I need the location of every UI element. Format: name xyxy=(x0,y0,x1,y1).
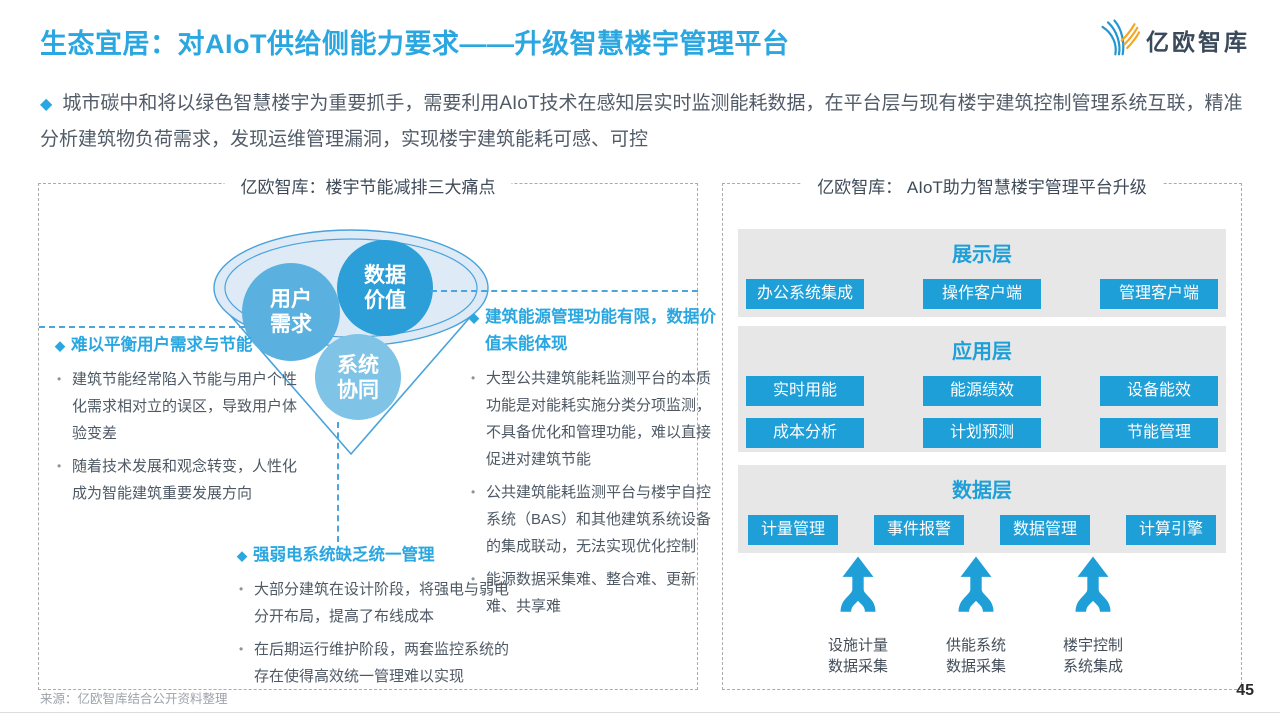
module-plan-forecast: 计划预测 xyxy=(923,418,1041,448)
pain-point-heading: ◆ 强弱电系统缺乏统一管理 xyxy=(237,542,523,569)
right-panel-title: 亿欧智库： AIoT助力智慧楼宇管理平台升级 xyxy=(801,173,1163,198)
application-layer: 应用层 实时用能 能源绩效 设备能效 成本分析 计划预测 节能管理 xyxy=(738,326,1226,452)
layer-title: 数据层 xyxy=(952,480,1012,502)
layer-title: 应用层 xyxy=(952,341,1012,363)
input-label-line2: 数据采集 xyxy=(827,658,888,675)
input-energy-supply-system: 供能系统 数据采集 xyxy=(916,556,1036,677)
input-building-control-system: 楼宇控制 系统集成 xyxy=(1033,556,1153,677)
module-operation-client: 操作客户端 xyxy=(923,279,1041,309)
left-panel-title: 亿欧智库：楼宇节能减排三大痛点 xyxy=(224,173,512,198)
funnel-circle-data-value: 数据 价值 xyxy=(337,240,433,336)
bullet-item: 大型公共建筑能耗监测平台的本质功能是对能耗实施分类分项监测，不具备优化和管理功能… xyxy=(469,365,723,473)
input-label: 供能系统 数据采集 xyxy=(946,635,1006,677)
funnel-circle-user-needs: 用户 需求 xyxy=(242,263,340,361)
bullet-item: 在后期运行维护阶段，两套监控系统的存在使得高效统一管理难以实现 xyxy=(237,636,523,690)
input-label-line2: 数据采集 xyxy=(945,658,1006,675)
module-management-client: 管理客户端 xyxy=(1100,279,1218,309)
diamond-bullet-icon: ◆ xyxy=(40,96,53,113)
button-row: 成本分析 计划预测 节能管理 xyxy=(738,418,1226,448)
bullet-item: 公共建筑能耗监测平台与楼宇自控系统（BAS）和其他建筑系统设备的集成联动，无法实… xyxy=(469,479,723,560)
pain-point-heading-text: 强弱电系统缺乏统一管理 xyxy=(253,546,435,564)
logo-mark-icon xyxy=(1098,18,1141,61)
pain-point-heading-text: 难以平衡用户需求与节能 xyxy=(71,336,253,354)
module-office-system-integration: 办公系统集成 xyxy=(746,279,864,309)
pain-points-panel: 亿欧智库：楼宇节能减排三大痛点 用户 需求 数据 价值 系统 协同 xyxy=(38,173,716,690)
pain-point-bullet-list: 大部分建筑在设计阶段，将强电与弱电分开布局，提高了布线成本 在后期运行维护阶段，… xyxy=(237,576,523,690)
connector-left-dashed-line xyxy=(39,326,245,328)
pain-point-bullet-list: 建筑节能经常陷入节能与用户个性化需求相对立的误区，导致用户体验变差 随着技术发展… xyxy=(55,366,307,507)
intro-paragraph: ◆城市碳中和将以绿色智慧楼宇为重要抓手，需要利用AIoT技术在感知层实时监测能耗… xyxy=(40,86,1245,157)
diamond-bullet-icon: ◆ xyxy=(237,548,247,563)
circle-user-line2: 需求 xyxy=(270,313,312,336)
pain-point-user-needs: ◆ 难以平衡用户需求与节能 建筑节能经常陷入节能与用户个性化需求相对立的误区，导… xyxy=(55,332,307,513)
circle-system-line1: 系统 xyxy=(337,353,379,377)
pain-point-heading-text: 建筑能源管理功能有限，数据价值未能体现 xyxy=(485,308,716,353)
logo-text: 亿欧智库 xyxy=(1146,28,1250,55)
module-cost-analysis: 成本分析 xyxy=(746,418,864,448)
input-label-line1: 楼宇控制 xyxy=(1062,637,1123,654)
merge-up-arrow-icon xyxy=(832,556,884,627)
input-label-line2: 系统集成 xyxy=(1062,658,1123,675)
pain-point-heading: ◆ 难以平衡用户需求与节能 xyxy=(55,332,307,359)
input-label-line1: 供能系统 xyxy=(945,637,1006,654)
input-label-line1: 设施计量 xyxy=(827,637,888,654)
company-logo: 亿欧智库 xyxy=(1098,18,1250,61)
intro-text: 城市碳中和将以绿色智慧楼宇为重要抓手，需要利用AIoT技术在感知层实时监测能耗数… xyxy=(40,93,1243,150)
display-layer: 展示层 办公系统集成 操作客户端 管理客户端 xyxy=(738,229,1226,317)
merge-up-arrow-icon xyxy=(1067,556,1119,627)
circle-data-line1: 数据 xyxy=(364,264,406,287)
page-number: 45 xyxy=(1236,682,1254,699)
page-title: 生态宜居：对AIoT供给侧能力要求——升级智慧楼宇管理平台 xyxy=(40,29,790,59)
merge-up-arrow-icon xyxy=(950,556,1002,627)
pain-point-electrical-systems: ◆ 强弱电系统缺乏统一管理 大部分建筑在设计阶段，将强电与弱电分开布局，提高了布… xyxy=(237,542,523,696)
module-data-management: 数据管理 xyxy=(1000,515,1090,545)
bullet-item: 随着技术发展和观念转变，人性化成为智能建筑重要发展方向 xyxy=(55,453,307,507)
button-row: 办公系统集成 操作客户端 管理客户端 xyxy=(738,279,1226,309)
circle-user-line1: 用户 xyxy=(270,287,312,311)
circle-data-line2: 价值 xyxy=(364,288,406,312)
input-facility-metering: 设施计量 数据采集 xyxy=(798,556,918,677)
module-event-alarm: 事件报警 xyxy=(874,515,964,545)
funnel-circle-system-synergy: 系统 协同 xyxy=(315,334,401,420)
diamond-bullet-icon: ◆ xyxy=(469,310,479,325)
bottom-divider xyxy=(0,712,1280,713)
funnel-diagram: 用户 需求 数据 价值 系统 协同 xyxy=(213,229,489,455)
connector-right-dashed-line xyxy=(431,290,698,292)
pain-point-heading: ◆ 建筑能源管理功能有限，数据价值未能体现 xyxy=(469,304,723,358)
platform-panel: 亿欧智库： AIoT助力智慧楼宇管理平台升级 展示层 办公系统集成 操作客户端 … xyxy=(722,173,1242,690)
source-note: 来源：亿欧智库结合公开资料整理 xyxy=(40,692,228,706)
bullet-item: 建筑节能经常陷入节能与用户个性化需求相对立的误区，导致用户体验变差 xyxy=(55,366,307,447)
module-realtime-energy: 实时用能 xyxy=(746,376,864,406)
input-label: 设施计量 数据采集 xyxy=(828,635,888,677)
layer-title: 展示层 xyxy=(952,244,1012,266)
circle-system-line2: 协同 xyxy=(337,378,379,402)
data-layer: 数据层 计量管理 事件报警 数据管理 计算引擎 xyxy=(738,465,1226,553)
connector-down-dashed-line xyxy=(337,422,339,542)
module-energy-saving-management: 节能管理 xyxy=(1100,418,1218,448)
input-label: 楼宇控制 系统集成 xyxy=(1063,635,1123,677)
button-row: 计量管理 事件报警 数据管理 计算引擎 xyxy=(738,515,1226,545)
bullet-item: 大部分建筑在设计阶段，将强电与弱电分开布局，提高了布线成本 xyxy=(237,576,523,630)
button-row: 实时用能 能源绩效 设备能效 xyxy=(738,376,1226,406)
module-energy-performance: 能源绩效 xyxy=(923,376,1041,406)
module-metering-management: 计量管理 xyxy=(748,515,838,545)
module-equipment-efficiency: 设备能效 xyxy=(1100,376,1218,406)
module-computing-engine: 计算引擎 xyxy=(1126,515,1216,545)
diamond-bullet-icon: ◆ xyxy=(55,338,65,353)
